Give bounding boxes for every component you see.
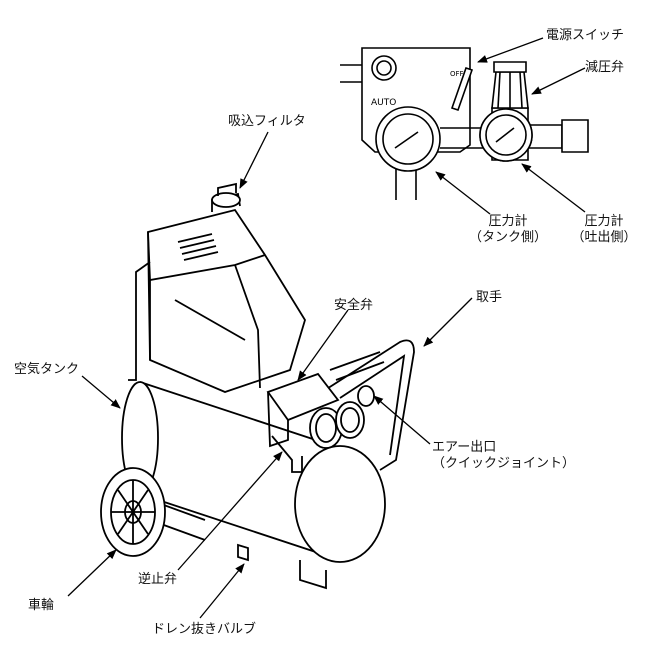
label-drain-valve: ドレン抜きバルブ [152,622,257,637]
label-intake-filter: 吸込フィルタ [228,114,306,129]
arrow-wheel [67,549,117,597]
arrow-power-switch [477,37,544,63]
label-gauge-tank: 圧力計 （タンク側） [468,214,548,246]
label-air-tank: 空気タンク [14,362,80,377]
arrow-intake-filter [239,131,269,189]
compressor-body [100,182,415,590]
arrow-gauge-tank [435,171,491,215]
label-air-outlet: エアー出口 （クイックジョイント） [432,440,575,472]
label-gauge-outlet-line2: （吐出側） [571,230,637,245]
arrow-pressure-reducing-valve [531,67,586,95]
label-gauge-outlet-line1: 圧力計 [584,214,624,229]
inset-control-panel [340,47,589,200]
label-air-outlet-line1: エアー出口 [432,440,497,455]
label-handle: 取手 [476,290,503,305]
arrow-air-tank [81,375,121,409]
label-power-switch: 電源スイッチ [546,28,625,43]
arrow-drain-valve [199,563,245,619]
label-gauge-tank-line2: （タンク側） [468,230,547,245]
label-air-outlet-line2: （クイックジョイント） [432,456,576,471]
off-mark: OFF [450,70,464,78]
label-gauge-outlet: 圧力計 （吐出側） [564,214,644,246]
label-pressure-reducing-valve: 減圧弁 [585,60,625,75]
arrow-check-valve [177,451,283,571]
arrow-gauge-outlet [521,163,586,213]
auto-mark: AUTO [371,98,396,108]
label-check-valve: 逆止弁 [138,572,178,587]
arrow-handle [423,297,473,347]
label-safety-valve: 安全弁 [334,298,374,313]
leader-arrows [67,37,586,619]
label-gauge-tank-line1: 圧力計 [488,214,528,229]
arrow-air-outlet [373,395,431,445]
label-wheel: 車輪 [28,598,55,613]
arrow-safety-valve [297,309,349,381]
